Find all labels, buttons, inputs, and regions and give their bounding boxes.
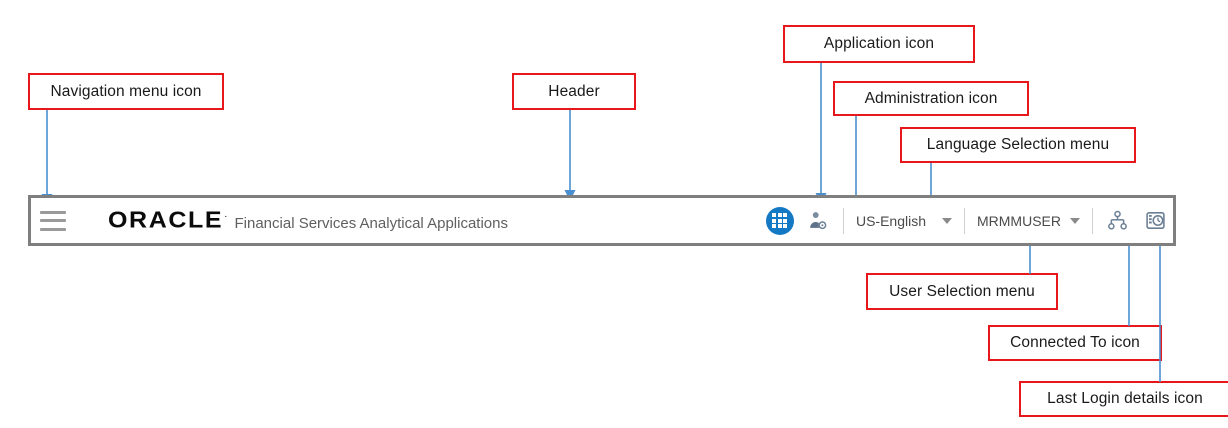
callout-label: User Selection menu — [889, 282, 1035, 300]
callout-label: Last Login details icon — [1047, 390, 1203, 408]
application-grid-icon[interactable] — [765, 206, 794, 235]
callout-label: Connected To icon — [1010, 334, 1140, 352]
callout-label: Navigation menu icon — [50, 82, 202, 100]
callout-header: Header — [512, 73, 636, 110]
application-header-bar: ORACLE · Financial Services Analytical A… — [28, 195, 1176, 246]
leader-application-icon — [814, 63, 828, 205]
leader-connected-to-icon — [1122, 232, 1136, 326]
registered-mark: · — [224, 211, 228, 222]
user-value: MRMMUSER — [977, 212, 1061, 229]
callout-label: Language Selection menu — [926, 136, 1110, 154]
clock-screen-glyph — [1145, 212, 1165, 229]
user-selection-menu[interactable]: MRMMUSER — [977, 213, 1080, 229]
callout-connected-to-icon: Connected To icon — [988, 325, 1162, 361]
divider — [964, 207, 965, 234]
application-title: Financial Services Analytical Applicatio… — [234, 215, 508, 232]
callout-administration-icon: Administration icon — [833, 81, 1029, 116]
divider — [842, 207, 844, 234]
header-right-cluster: US-English MRMMUSER — [765, 198, 1173, 243]
callout-navigation-menu-icon: Navigation menu icon — [28, 73, 224, 110]
callout-application-icon: Application icon — [783, 25, 975, 63]
leader-navigation-menu-icon — [40, 110, 54, 206]
callout-last-login-details-icon: Last Login details icon — [1019, 381, 1228, 417]
hamburger-menu-icon[interactable] — [40, 210, 66, 231]
leader-last-login-details-icon — [1153, 232, 1167, 382]
leader-header — [563, 110, 577, 202]
hamburger-bar — [40, 219, 66, 222]
network-hierarchy-glyph — [1107, 210, 1127, 230]
oracle-wordmark: ORACLE — [108, 207, 224, 233]
hamburger-bar — [40, 210, 66, 214]
callout-language-selection-menu: Language Selection menu — [900, 127, 1136, 163]
callout-label: Application icon — [823, 35, 935, 53]
administration-icon[interactable] — [805, 208, 831, 234]
connected-to-icon[interactable] — [1105, 209, 1129, 233]
callout-label: Administration icon — [864, 89, 998, 107]
callout-user-selection-menu: User Selection menu — [866, 273, 1058, 310]
hamburger-bar — [40, 227, 66, 231]
language-selection-menu[interactable]: US-English — [856, 213, 952, 229]
person-gear-glyph — [810, 211, 827, 229]
last-login-details-icon[interactable] — [1143, 209, 1167, 233]
divider — [1092, 207, 1093, 234]
callout-label: Header — [548, 82, 600, 100]
grid-glyph — [772, 213, 788, 228]
language-value: US-English — [855, 212, 926, 229]
chevron-down-icon — [1070, 217, 1080, 224]
chevron-down-icon — [942, 217, 952, 224]
brand-logo: ORACLE · Financial Services Analytical A… — [108, 208, 508, 233]
